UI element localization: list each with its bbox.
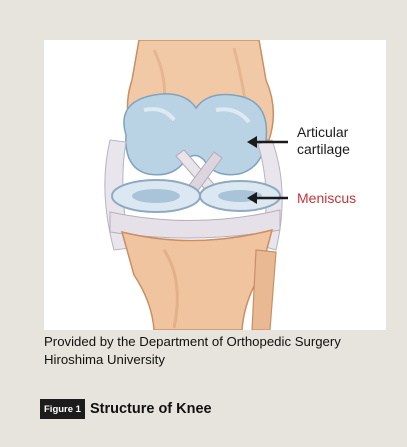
knee-illustration [44, 40, 386, 330]
figure-caption: Provided by the Department of Orthopedic… [44, 333, 394, 369]
articular-cartilage-label: Articular cartilage [297, 124, 367, 158]
figure-heading: Figure 1 Structure of Knee [40, 398, 212, 420]
figure-number-badge: Figure 1 [40, 399, 85, 419]
fibula-bone [252, 250, 276, 330]
figure-title: Structure of Knee [90, 401, 212, 417]
meniscus-label: Meniscus [297, 190, 356, 207]
tibia-bone [122, 230, 272, 330]
illustration-panel: Articular cartilage Meniscus [44, 40, 386, 330]
